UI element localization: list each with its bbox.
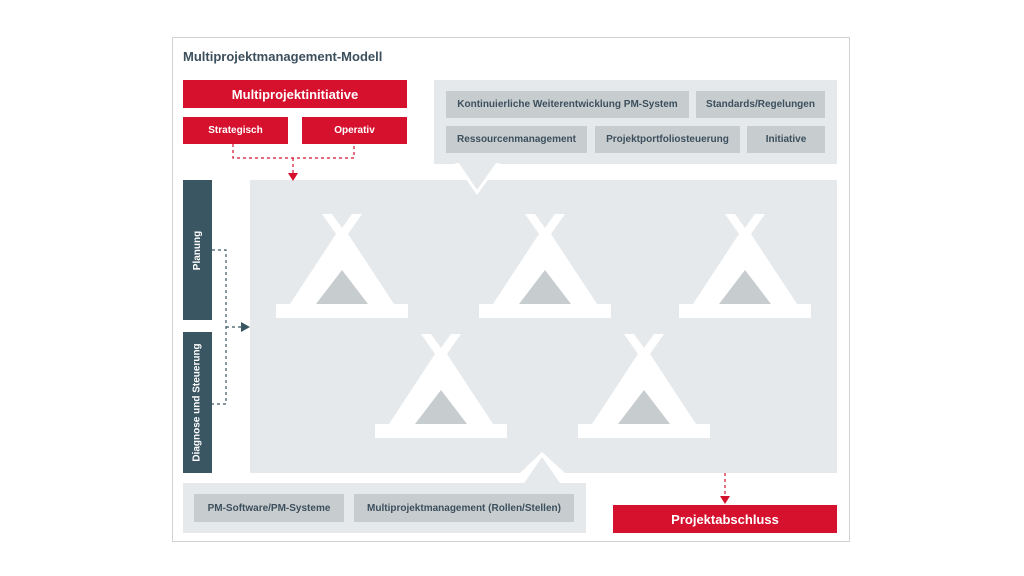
tipi-icon (479, 214, 611, 318)
chip-pm-software: PM-Software/PM-Systeme (194, 494, 344, 522)
multiprojektinitiative-box: Multiprojektinitiative (183, 80, 407, 108)
chip-multiprojektmanagement-rollen: Multiprojektmanagement (Rollen/Stellen) (354, 494, 574, 522)
chip-standards: Standards/Regelungen (696, 91, 825, 118)
projektabschluss-box: Projektabschluss (613, 505, 837, 533)
side-connector (212, 249, 242, 405)
initiative-arrowhead (288, 173, 298, 181)
tipi-icon (276, 214, 408, 318)
diagram-title: Multiprojektmanagement-Modell (183, 49, 383, 64)
tipi-icon (375, 334, 507, 438)
diagnose-steuerung-bar: Diagnose und Steuerung (183, 332, 212, 473)
chip-initiative: Initiative (747, 126, 825, 153)
tipi-icon (679, 214, 811, 318)
chip-ressourcenmanagement: Ressourcenmanagement (446, 126, 587, 153)
tipi-icon (578, 334, 710, 438)
top-panel-pointer-fill (459, 163, 496, 190)
abschluss-arrowhead (720, 496, 730, 504)
strategisch-box: Strategisch (183, 117, 288, 144)
operativ-box: Operativ (302, 117, 407, 144)
initiative-connector (232, 144, 355, 174)
planung-bar: Planung (183, 180, 212, 320)
chip-weiterentwicklung: Kontinuierliche Weiterentwicklung PM-Sys… (446, 91, 689, 118)
side-arrowhead (241, 322, 250, 332)
chip-projektportfoliosteuerung: Projektportfoliosteuerung (595, 126, 740, 153)
